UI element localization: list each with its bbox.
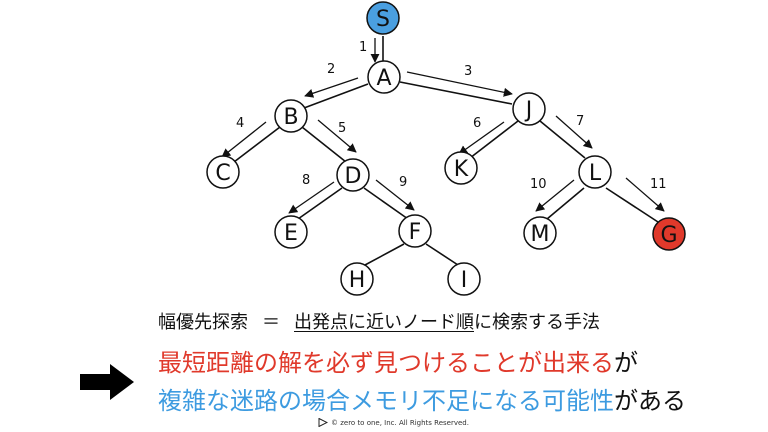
node-k-circle <box>444 151 478 185</box>
node-a-circle <box>367 60 401 94</box>
edge-l-m <box>546 187 585 220</box>
node-k-label: K <box>454 157 469 182</box>
step-number-11: 11 <box>650 177 667 192</box>
arrow-step-10 <box>535 179 575 212</box>
right-arrow-icon <box>80 364 134 400</box>
node-k: K <box>444 151 478 185</box>
node-h: H <box>340 262 374 296</box>
node-c: C <box>206 155 240 189</box>
play-logo-icon <box>318 418 328 427</box>
copyright-text: © zero to one, Inc. All Rights Reserved. <box>331 418 469 427</box>
node-b-label: B <box>283 105 298 130</box>
node-j-circle <box>512 92 546 126</box>
demerit-highlight: 複雑な迷路の場合メモリ不足になる可能性 <box>158 387 614 415</box>
definition-line: 幅優先探索 ＝ 出発点に近いノード順に検索する手法 <box>158 308 758 334</box>
definition-underlined: 出発点に近いノード順 <box>294 312 474 333</box>
demerit-rest: がある <box>614 387 686 415</box>
node-g-circle <box>652 217 686 251</box>
step-number-2: 2 <box>327 62 335 77</box>
node-m-label: M <box>531 222 550 247</box>
definition-term: 幅優先探索 <box>158 312 248 333</box>
node-b-circle <box>274 99 308 133</box>
node-l-label: L <box>589 161 602 186</box>
node-l: L <box>578 155 612 189</box>
arrow-step-7 <box>555 115 593 149</box>
tree-nodes: S A B J C D K L E F M G H I <box>206 1 686 296</box>
search-tree-diagram: 1 2 3 4 5 6 7 8 9 10 11 S A B J C D K L … <box>206 1 686 296</box>
node-s-circle <box>366 1 400 35</box>
arrow-step-8 <box>288 181 335 214</box>
node-j-label: J <box>524 98 533 123</box>
edge-a-j <box>399 81 513 105</box>
edge-d-e <box>297 187 343 220</box>
edge-j-k <box>469 120 519 159</box>
edge-l-g <box>605 187 659 223</box>
edge-d-f <box>363 187 409 220</box>
node-j: J <box>512 92 546 126</box>
node-m: M <box>523 216 557 250</box>
node-m-circle <box>523 216 557 250</box>
edge-f-i <box>425 243 459 266</box>
merit-highlight: 最短距離の解を必ず見つけることが出来る <box>158 349 614 377</box>
node-e-circle <box>274 215 308 249</box>
node-i-circle <box>447 262 481 296</box>
node-e-label: E <box>284 221 298 246</box>
copyright-footer: © zero to one, Inc. All Rights Reserved. <box>318 418 469 427</box>
tree-edges <box>233 36 659 266</box>
node-c-circle <box>206 155 240 189</box>
node-h-circle <box>340 262 374 296</box>
node-a-label: A <box>376 66 391 91</box>
arrow-step-6 <box>458 121 505 155</box>
arrow-step-5 <box>317 119 357 153</box>
node-l-circle <box>578 155 612 189</box>
merit-rest: が <box>614 349 638 377</box>
node-e: E <box>274 215 308 249</box>
edge-j-l <box>539 120 586 159</box>
arrow-step-4 <box>221 121 267 158</box>
node-g-label: G <box>660 223 677 248</box>
step-number-9: 9 <box>399 175 407 190</box>
traversal-arrows <box>221 38 665 214</box>
node-g: G <box>652 217 686 251</box>
edge-b-c <box>233 126 281 163</box>
node-h-label: H <box>349 268 366 293</box>
node-c-label: C <box>215 161 230 186</box>
step-number-7: 7 <box>576 114 584 129</box>
node-f-label: F <box>409 220 422 245</box>
definition-rest: に検索する手法 <box>474 312 600 333</box>
node-b: B <box>274 99 308 133</box>
node-d: D <box>336 158 370 192</box>
node-i: I <box>447 262 481 296</box>
node-f: F <box>398 214 432 248</box>
node-f-circle <box>398 214 432 248</box>
node-s: S <box>366 1 400 35</box>
edge-f-h <box>364 243 405 266</box>
step-number-10: 10 <box>530 177 547 192</box>
arrow-step-3 <box>406 71 513 97</box>
node-s-label: S <box>376 7 390 32</box>
step-number-3: 3 <box>464 64 472 79</box>
arrow-step-2 <box>304 77 359 98</box>
step-number-6: 6 <box>473 116 481 131</box>
demerit-line: 複雑な迷路の場合メモリ不足になる可能性がある <box>158 381 686 416</box>
merit-line: 最短距離の解を必ず見つけることが出来るが <box>158 343 638 378</box>
arrow-step-9 <box>375 179 415 211</box>
step-number-1: 1 <box>359 40 367 55</box>
node-i-label: I <box>461 268 468 293</box>
node-d-label: D <box>345 164 362 189</box>
node-d-circle <box>336 158 370 192</box>
step-number-5: 5 <box>338 121 346 136</box>
node-a: A <box>367 60 401 94</box>
edge-a-b <box>303 83 369 109</box>
arrow-step-11 <box>625 177 665 212</box>
equals-sign: ＝ <box>262 312 280 333</box>
step-numbers: 1 2 3 4 5 6 7 8 9 10 11 <box>236 40 667 192</box>
step-number-8: 8 <box>302 173 310 188</box>
step-number-4: 4 <box>236 116 244 131</box>
edge-b-d <box>301 126 347 163</box>
